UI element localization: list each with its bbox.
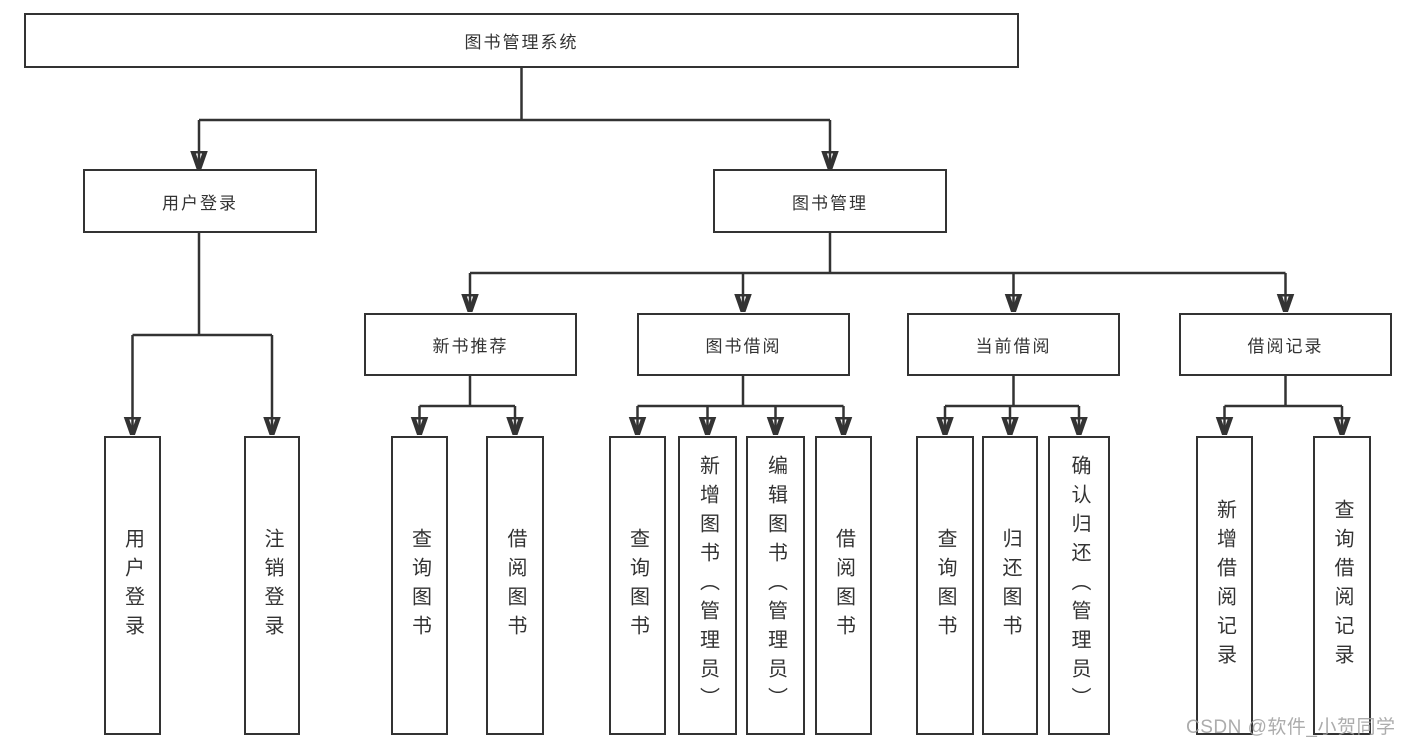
leaf-logout-login-label: 注销登录: [261, 527, 283, 644]
leaf-cb-query-books: 查询图书: [916, 436, 974, 735]
leaf-rec-add-record: 新增借阅记录: [1196, 436, 1253, 735]
node-book-borrow-label: 图书借阅: [705, 337, 782, 356]
leaf-cb-return-books-label: 归还图书: [999, 527, 1021, 644]
leaf-bb-query-books: 查询图书: [609, 436, 666, 735]
leaf-cb-confirm-return-admin-label: 确认归还（管理员）: [1068, 455, 1090, 716]
leaf-nb-query-books-label: 查询图书: [408, 527, 431, 644]
node-current-borrow-label: 当前借阅: [975, 337, 1052, 356]
leaf-cb-confirm-return-admin: 确认归还（管理员）: [1048, 436, 1110, 735]
node-current-borrow: 当前借阅: [907, 313, 1120, 376]
leaf-bb-add-books-admin-label: 新增图书（管理员）: [696, 455, 719, 716]
leaf-rec-query-record-label: 查询借阅记录: [1331, 498, 1353, 673]
leaf-user-login: 用户登录: [104, 436, 161, 735]
leaf-rec-add-record-label: 新增借阅记录: [1213, 498, 1236, 673]
leaf-bb-borrow-books: 借阅图书: [815, 436, 872, 735]
leaf-logout-login: 注销登录: [244, 436, 300, 735]
leaf-user-login-label: 用户登录: [121, 527, 144, 644]
node-borrow-records: 借阅记录: [1179, 313, 1392, 376]
node-new-book-recommend-label: 新书推荐: [432, 337, 509, 356]
leaf-bb-borrow-books-label: 借阅图书: [832, 527, 855, 644]
node-new-book-recommend: 新书推荐: [364, 313, 577, 376]
node-book-management-label: 图书管理: [792, 193, 868, 213]
node-user-login: 用户登录: [83, 169, 317, 233]
watermark: CSDN @软件_小贺同学: [1186, 717, 1396, 738]
node-borrow-records-label: 借阅记录: [1247, 337, 1324, 356]
leaf-nb-borrow-books: 借阅图书: [486, 436, 544, 735]
node-root-label: 图书管理系统: [464, 33, 579, 52]
node-user-login-label: 用户登录: [162, 193, 238, 213]
node-book-borrow: 图书借阅: [637, 313, 850, 376]
leaf-nb-query-books: 查询图书: [391, 436, 448, 735]
node-book-management: 图书管理: [713, 169, 947, 233]
node-root: 图书管理系统: [24, 13, 1019, 68]
leaf-cb-query-books-label: 查询图书: [934, 527, 956, 644]
leaf-cb-return-books: 归还图书: [982, 436, 1038, 735]
leaf-nb-borrow-books-label: 借阅图书: [504, 527, 526, 644]
leaf-bb-query-books-label: 查询图书: [626, 527, 649, 644]
leaf-rec-query-record: 查询借阅记录: [1313, 436, 1371, 735]
leaf-bb-edit-books-admin: 编辑图书（管理员）: [746, 436, 805, 735]
leaf-bb-add-books-admin: 新增图书（管理员）: [678, 436, 737, 735]
leaf-bb-edit-books-admin-label: 编辑图书（管理员）: [764, 455, 787, 716]
